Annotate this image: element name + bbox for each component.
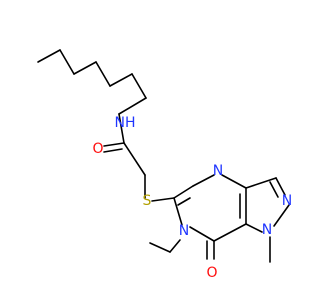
bond: [103, 142, 125, 147]
bond: [131, 73, 147, 99]
ketone-oxygen-label: O: [206, 265, 217, 281]
bond: [177, 197, 191, 206]
bond: [95, 61, 111, 87]
bond: [245, 223, 263, 233]
bond: [189, 226, 215, 242]
bond: [151, 197, 175, 202]
bond: [245, 177, 277, 189]
bond: [273, 204, 290, 227]
bond: [149, 242, 171, 253]
molecule-structure: NH O S N N N N O: [37, 49, 292, 281]
bond: [169, 239, 181, 253]
bond: [109, 73, 133, 87]
bond: [59, 49, 75, 75]
pyrazole-nitrogen-1-label: N: [262, 222, 272, 238]
bond: [73, 61, 97, 75]
bond: [118, 97, 147, 115]
pyrimidine-nitrogen-label: N: [213, 163, 223, 179]
nh-label: NH: [114, 115, 135, 131]
molecule-canvas: NH O S N N N N O: [37, 49, 292, 281]
bond: [192, 174, 215, 187]
sulfur-label: S: [143, 193, 152, 209]
bond: [173, 197, 183, 226]
pyrazole-nitrogen-2-label: N: [282, 193, 292, 209]
bond: [173, 185, 194, 199]
bond: [103, 148, 123, 153]
bond: [221, 174, 247, 189]
bond: [213, 223, 247, 242]
bond: [269, 181, 279, 198]
bond: [118, 113, 125, 144]
amide-oxygen-label: O: [92, 141, 103, 157]
bond: [275, 177, 286, 196]
ethyl-nitrogen-label: N: [179, 223, 189, 239]
bond: [123, 142, 146, 176]
bond: [37, 49, 61, 63]
